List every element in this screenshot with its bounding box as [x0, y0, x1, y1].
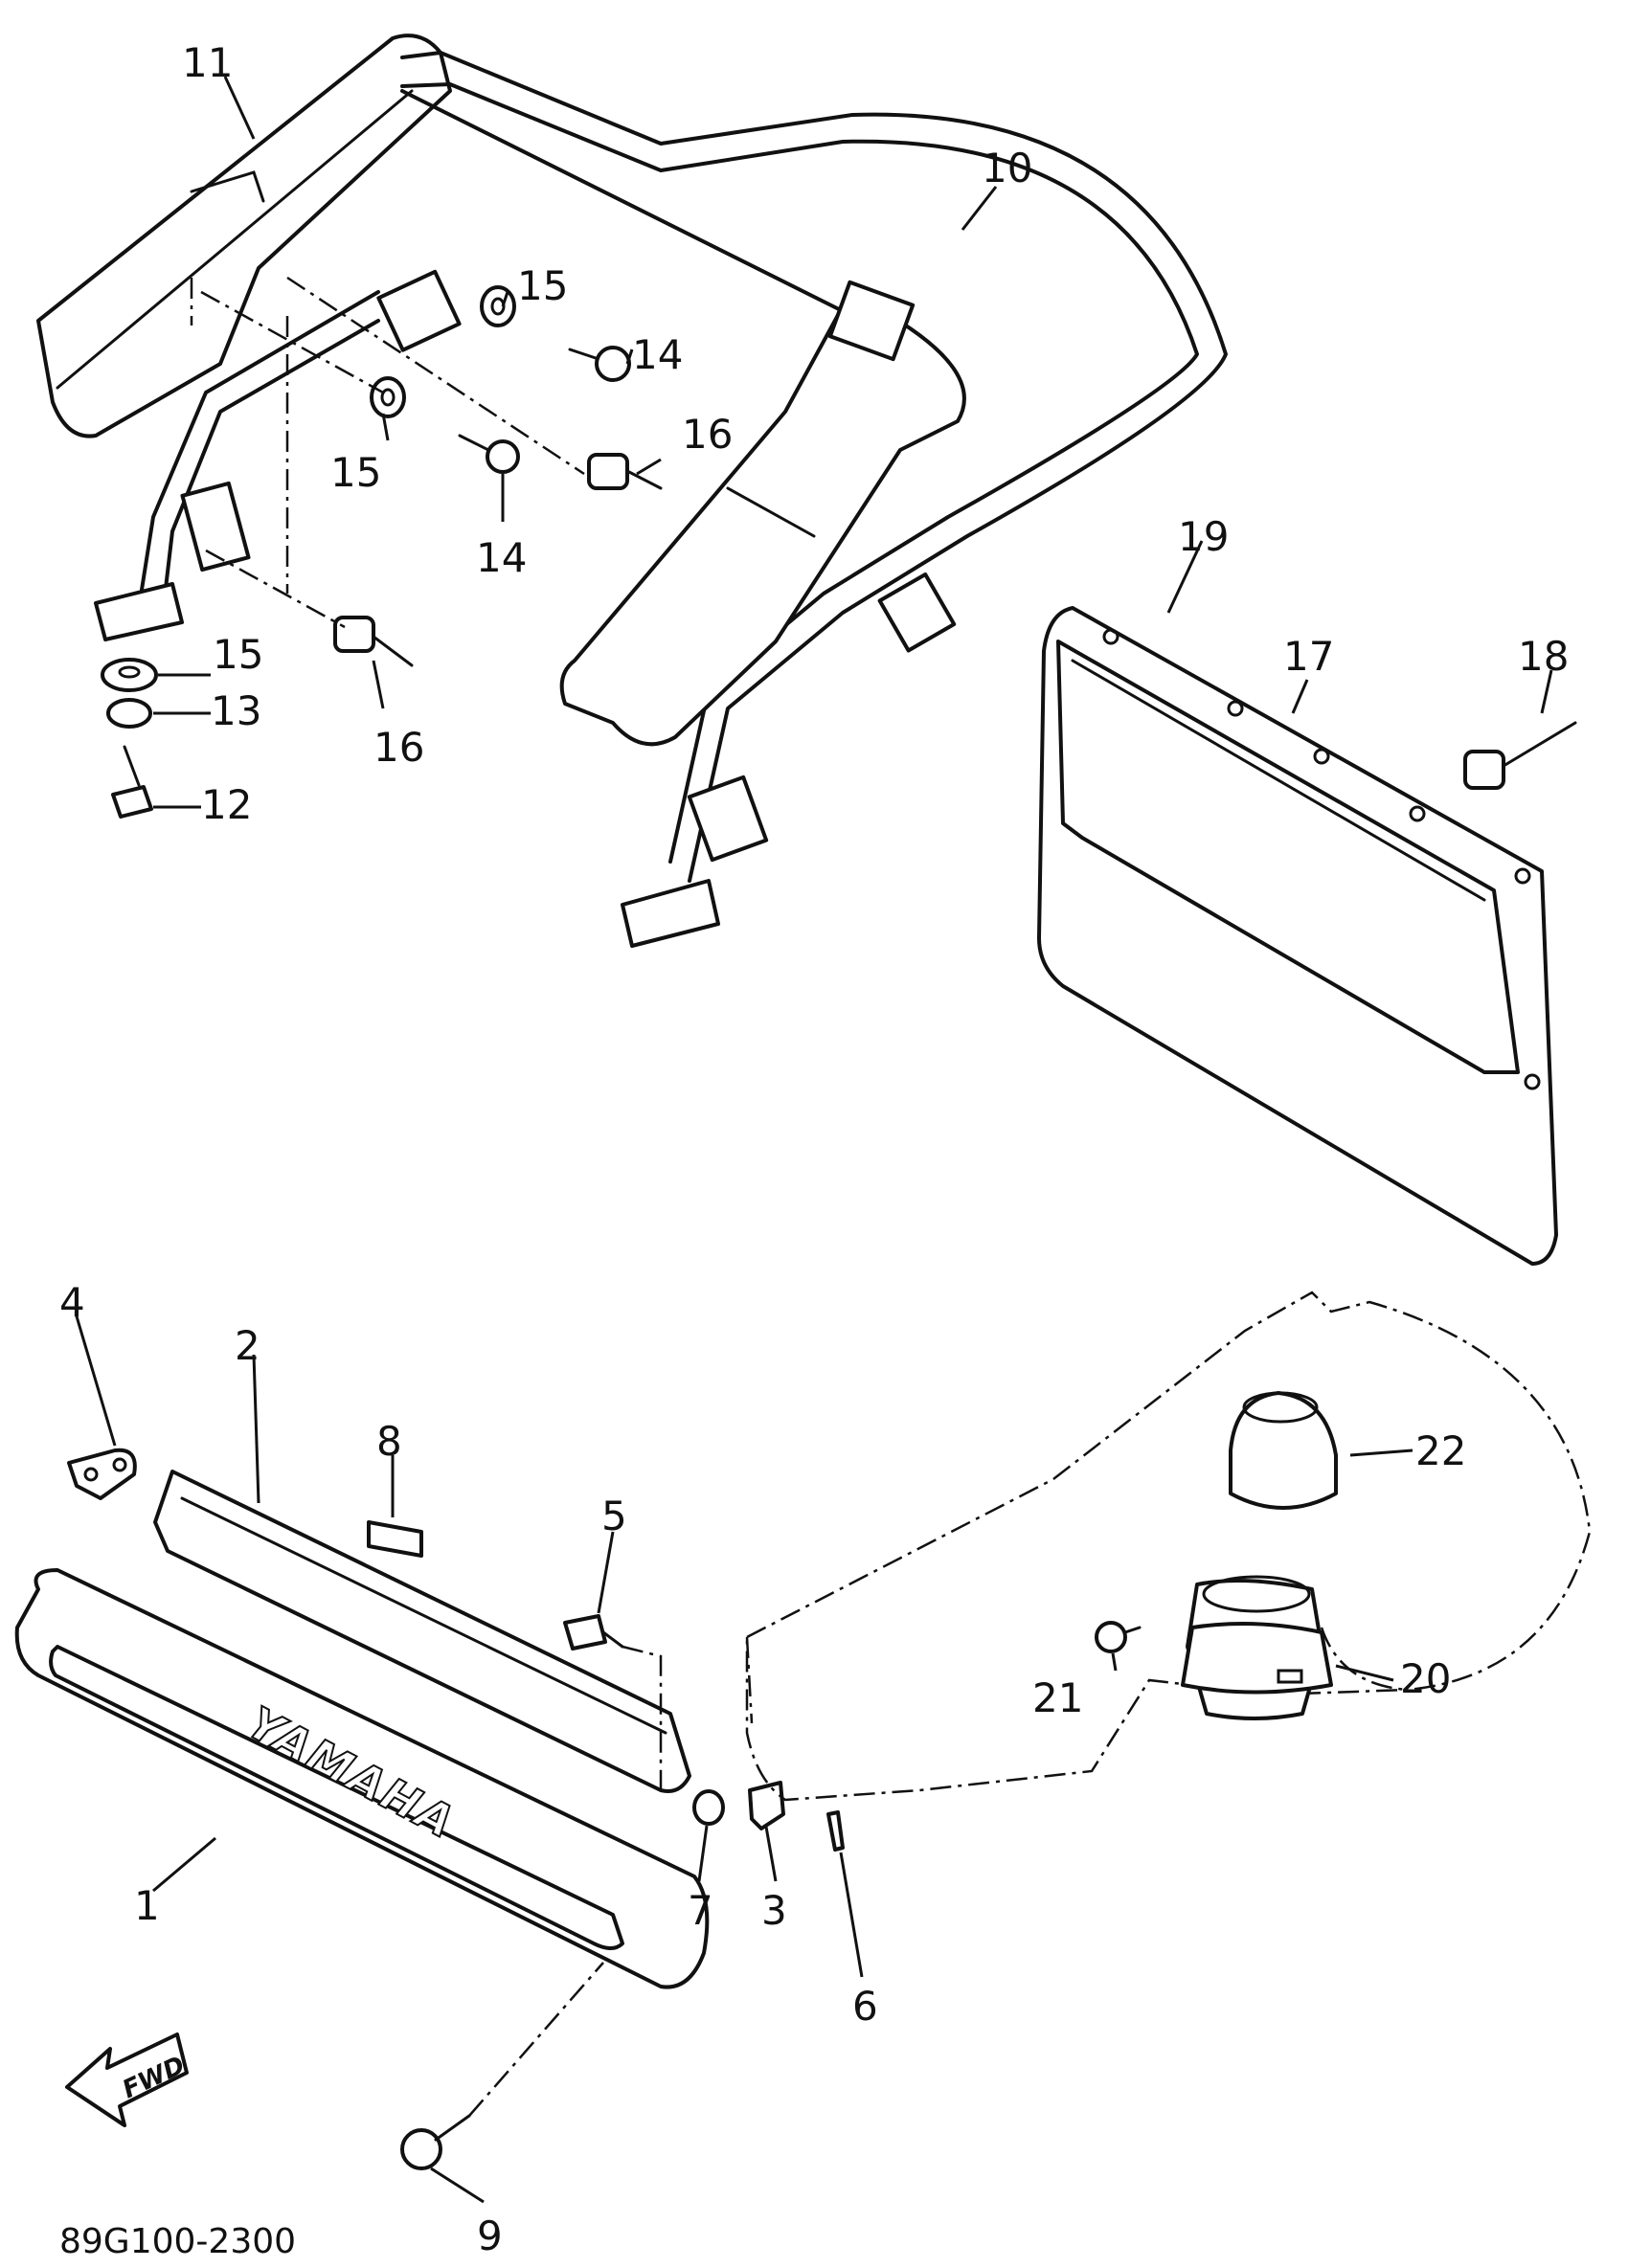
callout-18: 18 — [1518, 633, 1569, 680]
callout-13: 13 — [211, 687, 261, 734]
part-15-washer-b — [480, 285, 516, 327]
guide-line-f — [622, 1645, 663, 1790]
part-6-pin — [826, 1810, 845, 1852]
part-10-frame-bar — [94, 51, 1228, 948]
callout-16-b: 16 — [373, 724, 424, 771]
guide-line-c — [205, 549, 346, 629]
callout-7: 7 — [688, 1887, 713, 1934]
part-14-screw-a — [568, 346, 631, 382]
callout-22: 22 — [1415, 1427, 1466, 1474]
callout-14-a: 14 — [632, 331, 683, 378]
part-20-filler-neck — [1181, 1575, 1333, 1720]
part-22-cap — [1229, 1391, 1338, 1510]
callout-14-b: 14 — [476, 534, 527, 581]
callout-12: 12 — [201, 781, 252, 828]
part-5-fastener — [563, 1614, 624, 1650]
callout-21: 21 — [1032, 1674, 1083, 1721]
callout-10: 10 — [982, 145, 1032, 191]
part-15-washer-a — [370, 376, 406, 418]
callout-4: 4 — [59, 1279, 85, 1326]
part-18-rivet — [1463, 721, 1577, 790]
part-14-screw-b — [458, 434, 520, 474]
fwd-arrow-icon: FWD — [65, 2032, 190, 2127]
part-number-code: 89G100-2300 — [59, 2222, 296, 2261]
callout-19: 19 — [1178, 513, 1229, 560]
part-2-strip — [153, 1470, 691, 1793]
part-12-bolt — [111, 745, 153, 819]
callout-15-c: 15 — [213, 631, 263, 678]
callout-1: 1 — [134, 1882, 160, 1929]
callout-8: 8 — [376, 1418, 402, 1465]
callout-15-a: 15 — [330, 449, 381, 496]
guide-line-a — [200, 290, 384, 394]
part-16-rivet-b — [333, 616, 414, 667]
callout-5: 5 — [601, 1493, 627, 1539]
part-15-washer-c — [101, 658, 158, 692]
fuel-tank-outline — [745, 1291, 1592, 1802]
part-11-left-pad — [36, 34, 452, 438]
callout-9: 9 — [477, 2212, 503, 2259]
callout-2: 2 — [235, 1322, 260, 1369]
part-right-pad — [559, 280, 966, 747]
part-13-lock-washer — [106, 698, 152, 729]
part-8-label — [367, 1520, 423, 1558]
part-21-plug — [1095, 1621, 1142, 1653]
part-4-bracket — [67, 1448, 137, 1500]
part-3-clip — [748, 1781, 785, 1830]
part-7-washer — [692, 1789, 725, 1826]
callout-17: 17 — [1283, 633, 1334, 680]
callout-6: 6 — [852, 1983, 878, 2030]
part-17-panel — [1037, 606, 1558, 1266]
callout-20: 20 — [1400, 1655, 1451, 1702]
callout-15-b: 15 — [517, 262, 568, 309]
callout-11: 11 — [182, 39, 233, 86]
callout-3: 3 — [761, 1887, 787, 1934]
callout-16-a: 16 — [682, 411, 733, 458]
guide-line-b — [286, 276, 585, 476]
part-16-rivet-a — [587, 453, 663, 490]
leader-lines — [75, 76, 1553, 2204]
part-9-screw — [400, 1962, 604, 2170]
part-1-front-panel: YAMAHA — [14, 1568, 710, 1989]
